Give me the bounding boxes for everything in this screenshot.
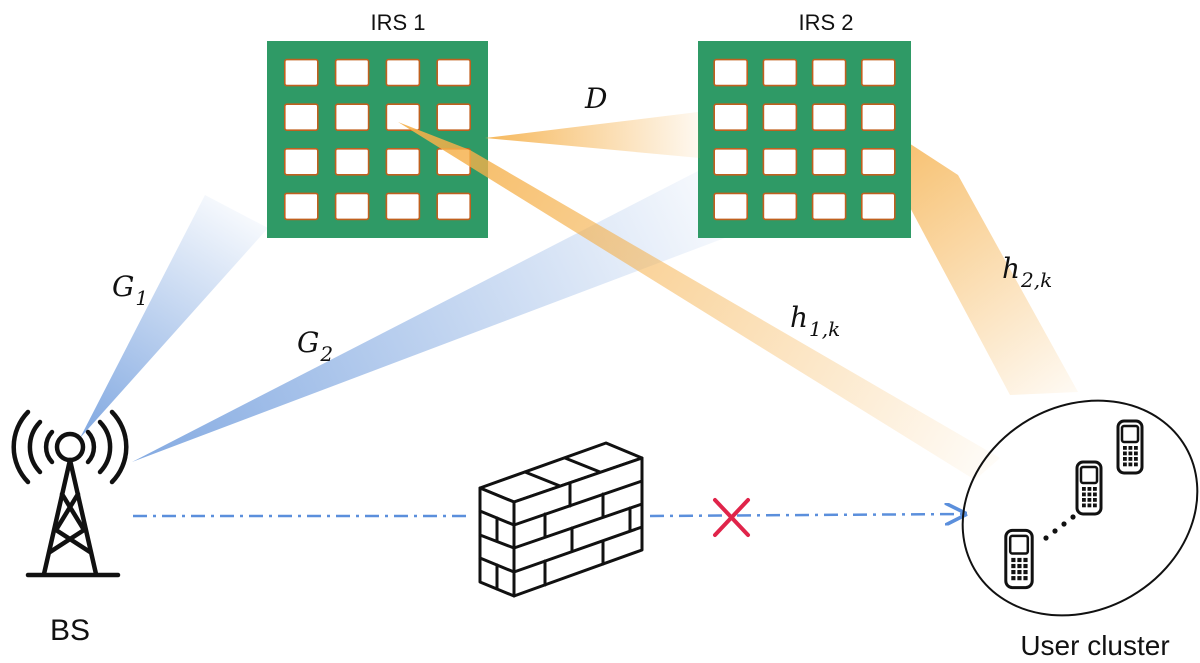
link-label-d: D (584, 82, 607, 115)
user-cluster-label: User cluster (1020, 630, 1169, 661)
irs-element (713, 192, 749, 221)
irs-element (713, 103, 749, 131)
irs-element (334, 58, 370, 87)
irs-element (811, 58, 847, 87)
irs-element (385, 148, 421, 176)
irs-1-panel (267, 41, 488, 238)
irs-element (385, 192, 421, 221)
irs-element (334, 148, 370, 176)
irs-element (762, 192, 798, 221)
irs-element (860, 192, 896, 221)
irs-element (283, 192, 319, 221)
irs-element (385, 58, 421, 87)
irs-element (713, 148, 749, 176)
irs-element (811, 192, 847, 221)
beam-irs1-to-users (398, 122, 1000, 480)
irs-element (436, 103, 472, 131)
irs-element (385, 103, 421, 131)
mobile-phone-icon (1116, 419, 1144, 475)
irs-element (811, 148, 847, 176)
user-cluster-ellipse (961, 399, 1199, 617)
link-label-g1: G1 (112, 270, 148, 310)
user-devices (1004, 419, 1144, 590)
irs-element (334, 103, 370, 131)
irs-element (762, 103, 798, 131)
irs-2-panel (698, 41, 911, 238)
mobile-phone-icon (1004, 528, 1034, 590)
irs-element (713, 58, 749, 87)
beam-bs-to-irs1 (80, 195, 268, 438)
link-label-h1k: h1,k (790, 301, 840, 341)
irs-element (860, 58, 896, 87)
irs-element (811, 103, 847, 131)
irs-element (436, 192, 472, 221)
beam-irs2-to-users (858, 110, 1078, 395)
irs-element (283, 148, 319, 176)
irs-element (436, 58, 472, 87)
irs-element (762, 148, 798, 176)
link-label-g2: G2 (297, 326, 333, 366)
link-label-h2k: h2,k (1002, 252, 1052, 292)
brick-wall-icon (478, 441, 644, 598)
cell-tower-icon (11, 409, 129, 578)
mobile-phone-icon (1075, 460, 1103, 516)
irs-element (283, 103, 319, 131)
cross-mark-icon (713, 498, 750, 537)
irs-element (860, 103, 896, 131)
beam-bs-to-irs2 (132, 170, 730, 462)
irs-element (762, 58, 798, 87)
beam-irs1-to-irs2 (485, 112, 700, 158)
irs-element (283, 58, 319, 87)
ellipsis-dots (1043, 514, 1076, 541)
irs-2-label: IRS 2 (798, 10, 853, 35)
direct-path-wall-to-users (649, 514, 965, 516)
irs-element (334, 192, 370, 221)
irs-element (860, 148, 896, 176)
bs-label: BS (50, 614, 90, 647)
irs-1-label: IRS 1 (370, 10, 425, 35)
